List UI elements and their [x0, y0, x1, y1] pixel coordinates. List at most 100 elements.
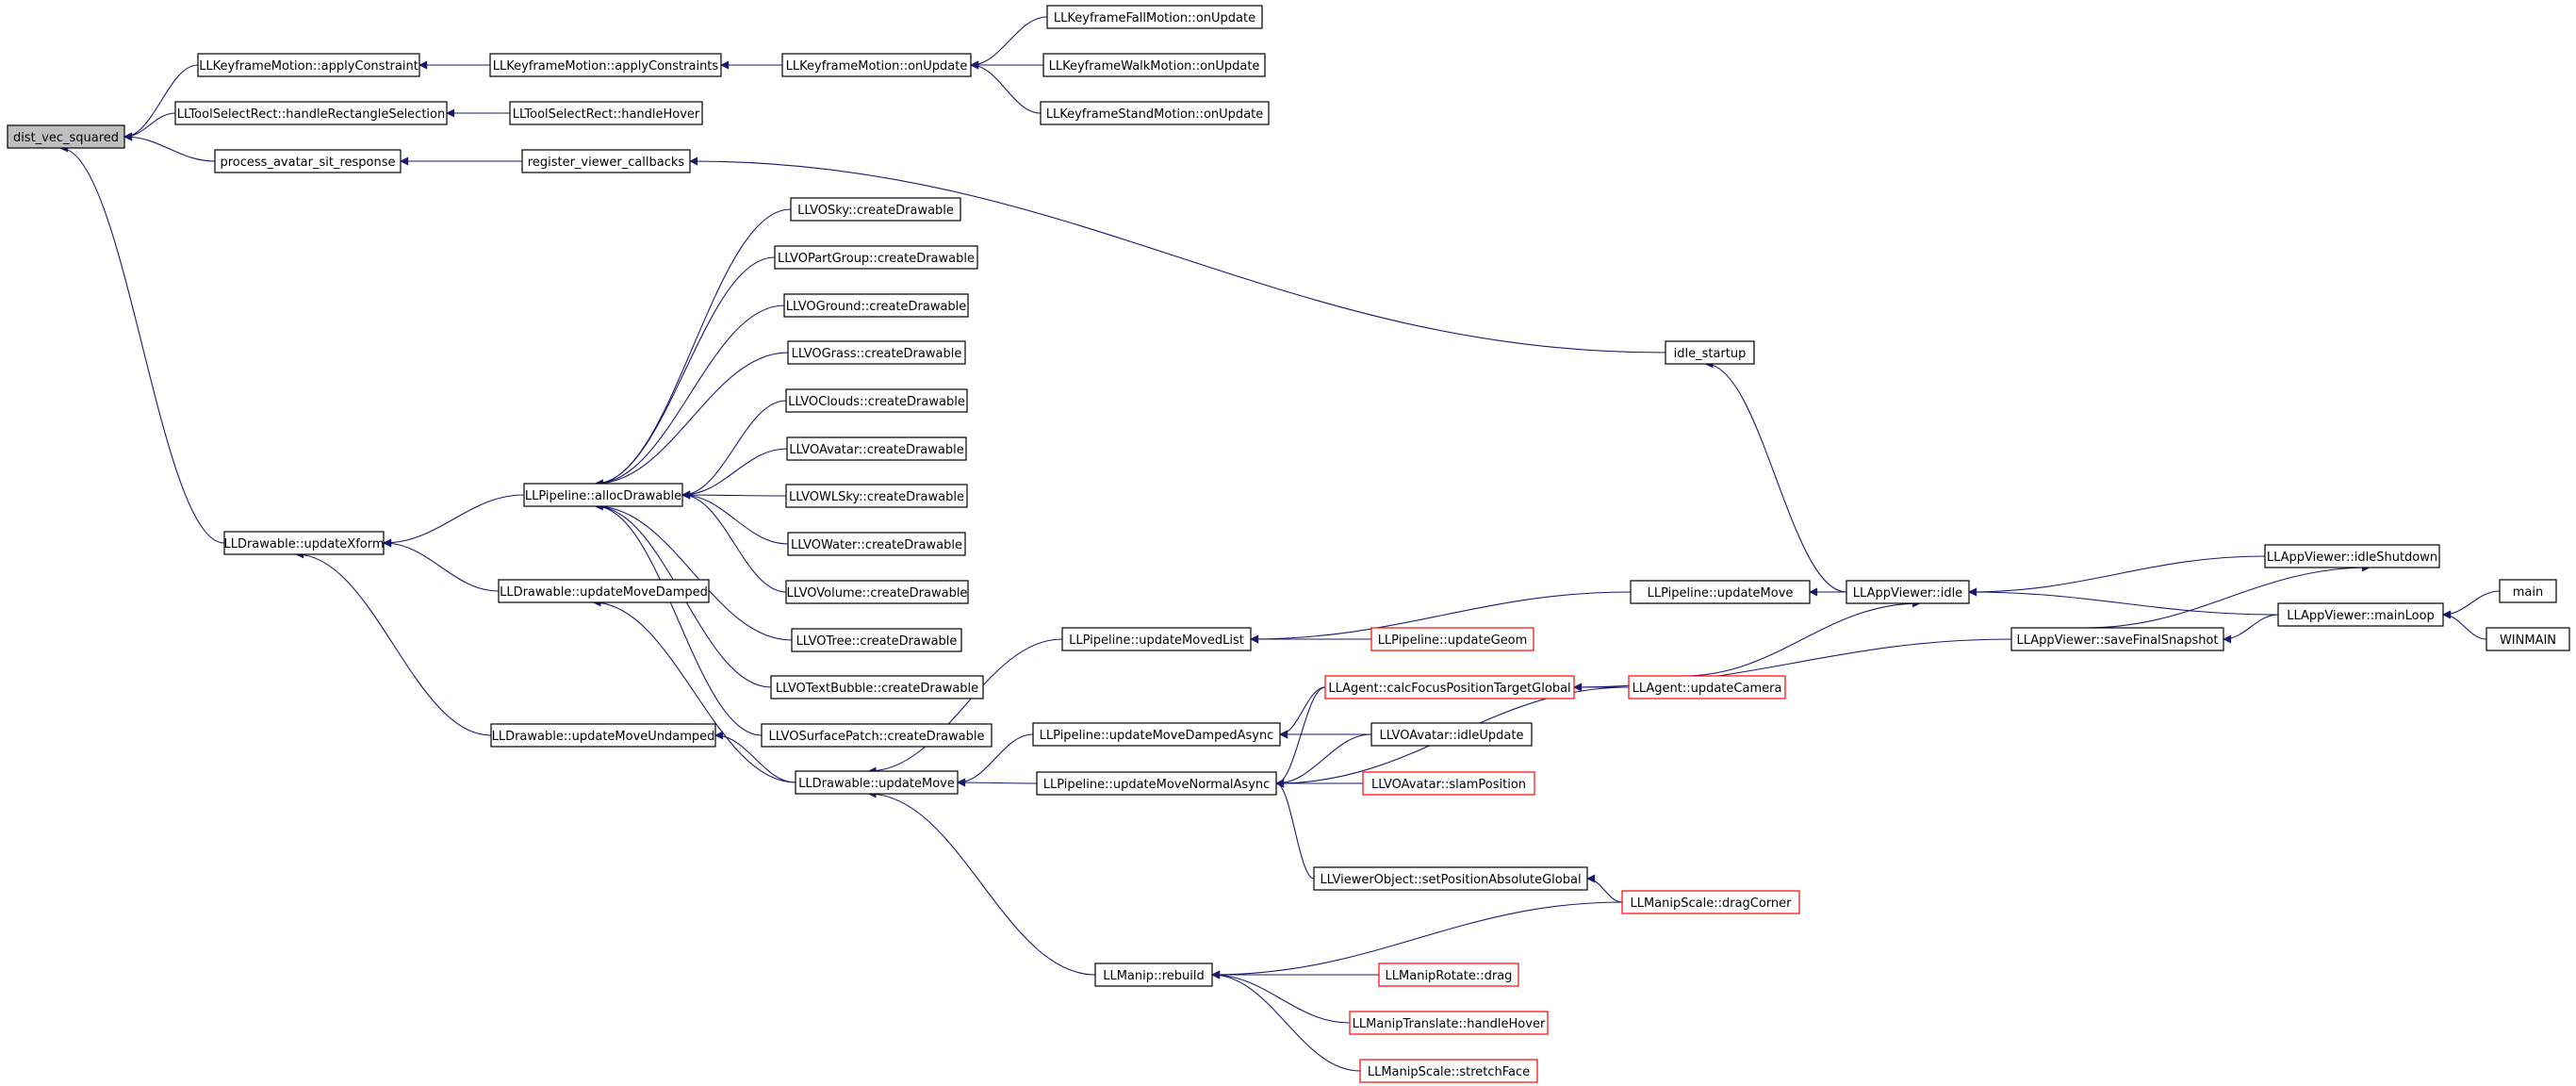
graph-node-llagent-updatecamera[interactable]: LLAgent::updateCamera: [1628, 675, 1786, 699]
edge-llpipeline-updatemovenormalasync-to-lldrawable-updatemove: [957, 778, 1038, 787]
graph-node-llvoclouds-createdrawable[interactable]: LLVOClouds::createDrawable: [785, 388, 968, 413]
edge-llpipeline-updatemovedampedasync-to-lldrawable-updatemove: [957, 733, 1034, 787]
node-label: LLVOSurfacePatch::createDrawable: [769, 730, 985, 744]
graph-node-process-avatar-sit-response[interactable]: process_avatar_sit_response: [214, 149, 402, 173]
graph-node-register-viewer-callbacks[interactable]: register_viewer_callbacks: [521, 149, 691, 173]
graph-node-llappviewer-savefinalsnapshot[interactable]: LLAppViewer::saveFinalSnapshot: [2010, 627, 2224, 651]
graph-node-lltoolselectrect-handlerectangleselection[interactable]: LLToolSelectRect::handleRectangleSelecti…: [174, 101, 448, 125]
node-box: [1359, 1059, 1538, 1083]
graph-node-llviewerobject-setpositionabsoluteglobal[interactable]: LLViewerObject::setPositionAbsoluteGloba…: [1313, 866, 1588, 891]
edge-layer: [58, 16, 2501, 1072]
graph-node-llvoavatar-slamposition[interactable]: LLVOAvatar::slamPosition: [1362, 771, 1535, 796]
graph-node-llkeyframemotion-onupdate[interactable]: LLKeyframeMotion::onUpdate: [781, 53, 972, 77]
edge-llmanipscale-stretchface-to-llmanip-rebuild: [1211, 970, 1361, 1072]
node-box: [2010, 627, 2224, 651]
node-box: [761, 723, 993, 748]
graph-node-llpipeline-allocdrawable[interactable]: LLPipeline::allocDrawable: [523, 483, 683, 507]
graph-node-llvosurfacepatch-createdrawable[interactable]: LLVOSurfacePatch::createDrawable: [761, 723, 993, 748]
edge-llviewerobject-setpositionabsoluteglobal-to-llpipeline-updatemovenormalasync: [1275, 779, 1315, 880]
edge-llvoclouds-createdrawable-to-llpipeline-allocdrawable: [681, 400, 787, 500]
node-box: [489, 53, 722, 77]
edge-llmanip-rebuild-to-lldrawable-updatemove: [867, 789, 1096, 976]
edge-lldrawable-updatemove-to-lldrawable-updatemoveundamped: [714, 731, 796, 783]
graph-node-dist-vec-squared[interactable]: dist_vec_squared: [7, 124, 125, 149]
graph-node-llmaniprotate-drag[interactable]: LLManipRotate::drag: [1378, 963, 1519, 987]
node-box: [1630, 580, 1811, 604]
node-label: LLKeyframeStandMotion::onUpdate: [1046, 107, 1264, 122]
graph-node-llvotree-createdrawable[interactable]: LLVOTree::createDrawable: [791, 628, 962, 652]
graph-node-llmanipscale-stretchface[interactable]: LLManipScale::stretchFace: [1359, 1059, 1538, 1083]
graph-node-llmaniptranslate-handlehover[interactable]: LLManipTranslate::handleHover: [1349, 1011, 1549, 1035]
graph-node-llagent-calcfocuspositiontargetglobal[interactable]: LLAgent::calcFocusPositionTargetGlobal: [1324, 675, 1575, 699]
node-label: LLManipScale::stretchFace: [1368, 1065, 1530, 1079]
node-label: LLAgent::updateCamera: [1633, 682, 1782, 696]
node-box: [1324, 675, 1575, 699]
graph-node-llappviewer-idleshutdown[interactable]: LLAppViewer::idleShutdown: [2264, 544, 2440, 568]
graph-node-llkeyframestandmotion-onupdate[interactable]: LLKeyframeStandMotion::onUpdate: [1040, 101, 1270, 125]
graph-node-llmanipscale-dragcorner[interactable]: LLManipScale::dragCorner: [1621, 890, 1800, 914]
graph-node-llvosky-createdrawable[interactable]: LLVOSky::createDrawable: [790, 197, 961, 222]
node-label: LLPipeline::updateMoveDampedAsync: [1040, 729, 1274, 743]
node-label: LLViewerObject::setPositionAbsoluteGloba…: [1320, 873, 1581, 887]
graph-node-llvovolume-createdrawable[interactable]: LLVOVolume::createDrawable: [785, 580, 969, 604]
graph-node-llvoavatar-idleupdate[interactable]: LLVOAvatar::idleUpdate: [1370, 722, 1533, 747]
graph-node-idle-startup[interactable]: idle_startup: [1665, 340, 1755, 365]
edge-llappviewer-mainloop-to-llappviewer-idle: [1968, 587, 2279, 616]
graph-node-llpipeline-updategeom[interactable]: LLPipeline::updateGeom: [1370, 627, 1534, 651]
node-label: LLKeyframeMotion::onUpdate: [786, 59, 968, 74]
node-label: LLAppViewer::idle: [1853, 586, 1962, 601]
node-box: [509, 101, 703, 125]
node-label: LLVOPartGroup::createDrawable: [778, 252, 975, 266]
node-box: [785, 484, 968, 508]
graph-node-llkeyframewalkmotion-onupdate[interactable]: LLKeyframeWalkMotion::onUpdate: [1042, 53, 1266, 77]
graph-node-llpipeline-updatemove[interactable]: LLPipeline::updateMove: [1630, 580, 1811, 604]
edge-llvoavatar-createdrawable-to-llpipeline-allocdrawable: [681, 448, 788, 500]
node-box: [498, 579, 710, 603]
node-label: LLVOAvatar::slamPosition: [1371, 778, 1526, 792]
graph-node-llvowlsky-createdrawable[interactable]: LLVOWLSky::createDrawable: [785, 484, 968, 508]
graph-node-lldrawable-updatemoveundamped[interactable]: LLDrawable::updateMoveUndamped: [490, 723, 716, 748]
graph-node-llappviewer-idle[interactable]: LLAppViewer::idle: [1846, 580, 1970, 604]
node-box: [1040, 101, 1270, 125]
graph-node-lldrawable-updatemovedamped[interactable]: LLDrawable::updateMoveDamped: [498, 579, 710, 603]
edge-llvoground-createdrawable-to-llpipeline-allocdrawable: [594, 304, 785, 488]
node-label: process_avatar_sit_response: [220, 156, 395, 170]
edge-lldrawable-updatemove-to-lldrawable-updatemovedamped: [592, 598, 796, 783]
graph-node-llappviewer-mainloop[interactable]: LLAppViewer::mainLoop: [2277, 602, 2444, 627]
graph-node-main[interactable]: main: [2499, 579, 2557, 603]
edge-llvowater-createdrawable-to-llpipeline-allocdrawable: [681, 490, 789, 545]
graph-node-llkeyframemotion-applyconstraint[interactable]: LLKeyframeMotion::applyConstraint: [197, 53, 420, 77]
graph-node-llpipeline-updatemovenormalasync[interactable]: LLPipeline::updateMoveNormalAsync: [1036, 771, 1277, 796]
edge-llappviewer-idle-to-idle-startup: [1704, 359, 1847, 593]
node-label: LLVOSky::createDrawable: [797, 204, 954, 218]
node-box: [174, 101, 448, 125]
node-box: [1349, 1011, 1549, 1035]
graph-node-llkeyframefallmotion-onupdate[interactable]: LLKeyframeFallMotion::onUpdate: [1046, 5, 1263, 29]
node-box: [770, 675, 984, 699]
graph-node-llvoavatar-createdrawable[interactable]: LLVOAvatar::createDrawable: [786, 436, 967, 461]
node-label: idle_startup: [1674, 347, 1747, 361]
graph-node-llvowater-createdrawable[interactable]: LLVOWater::createDrawable: [787, 532, 966, 556]
node-label: LLVOWater::createDrawable: [791, 538, 962, 552]
graph-node-lldrawable-updatexform[interactable]: LLDrawable::updateXform: [223, 531, 385, 555]
node-label: LLVOWLSky::createDrawable: [789, 490, 964, 504]
edge-lldrawable-updatemoveundamped-to-lldrawable-updatexform: [295, 550, 492, 736]
node-box: [787, 340, 966, 365]
node-label: LLDrawable::updateMove: [798, 777, 955, 791]
graph-node-winmain[interactable]: WINMAIN: [2486, 627, 2570, 651]
graph-node-llpipeline-updatemovedlist[interactable]: LLPipeline::updateMovedList: [1061, 627, 1252, 651]
node-box: [1094, 963, 1213, 987]
graph-node-llkeyframemotion-applyconstraints[interactable]: LLKeyframeMotion::applyConstraints: [489, 53, 722, 77]
edge-llkeyframefallmotion-onupdate-to-llkeyframemotion-onupdate: [970, 16, 1048, 70]
graph-node-llvopartgroup-createdrawable[interactable]: LLVOPartGroup::createDrawable: [774, 245, 978, 270]
node-box: [786, 436, 967, 461]
node-label: LLPipeline::updateMove: [1648, 586, 1794, 601]
graph-node-lldrawable-updatemove[interactable]: LLDrawable::updateMove: [795, 770, 959, 795]
node-layer: dist_vec_squared LLKeyframeMotion::applyC…: [7, 5, 2570, 1083]
graph-node-llpipeline-updatemovedampedasync[interactable]: LLPipeline::updateMoveDampedAsync: [1032, 722, 1281, 747]
graph-node-lltoolselectrect-handlehover[interactable]: LLToolSelectRect::handleHover: [509, 101, 703, 125]
graph-node-llvoground-createdrawable[interactable]: LLVOGround::createDrawable: [783, 293, 969, 318]
graph-node-llvotextbubble-createdrawable[interactable]: LLVOTextBubble::createDrawable: [770, 675, 984, 699]
graph-node-llvograss-createdrawable[interactable]: LLVOGrass::createDrawable: [787, 340, 966, 365]
graph-node-llmanip-rebuild[interactable]: LLManip::rebuild: [1094, 963, 1213, 987]
